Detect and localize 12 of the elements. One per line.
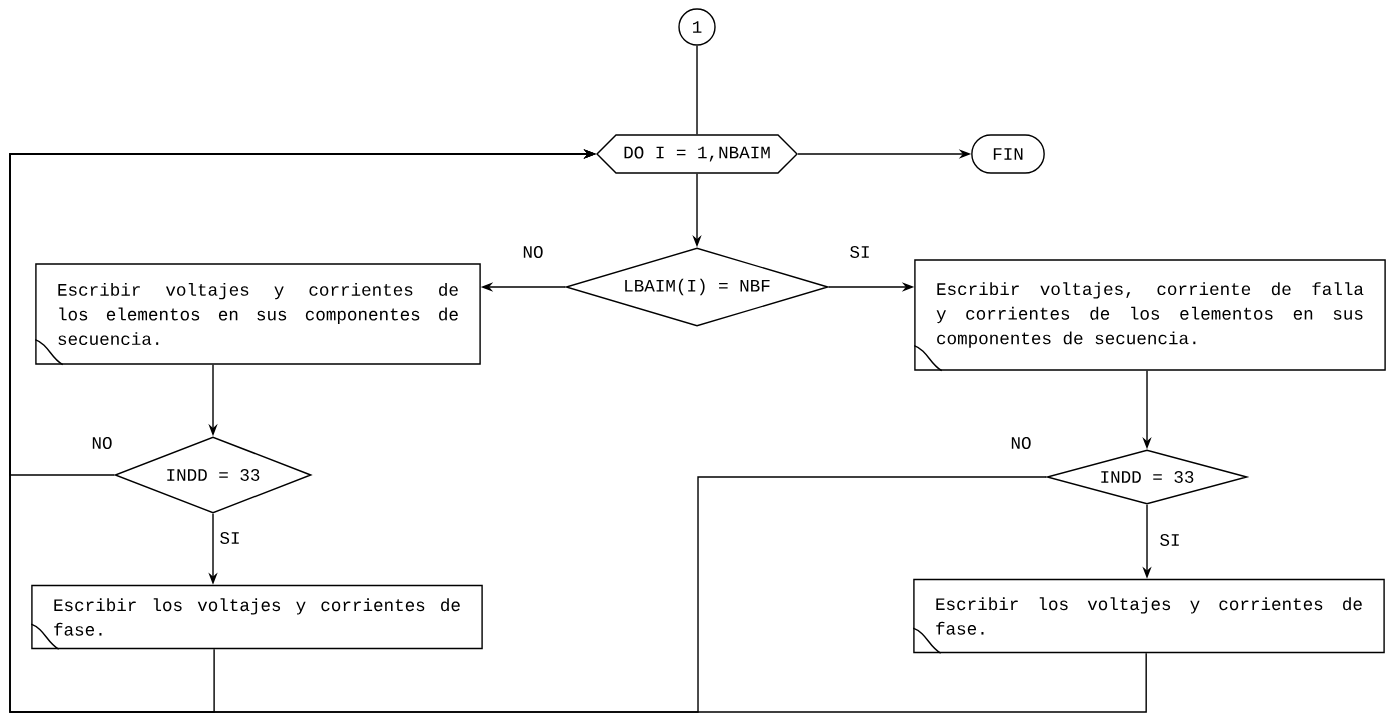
- edge-label: NO: [89, 435, 115, 451]
- process-box: Escribir los voltajes y corrientes de fase.: [912, 578, 1385, 654]
- process-box: Escribir los voltajes y corrientes de fase.: [30, 584, 483, 650]
- process-box: Escribir voltajes y corrientes de los elementos en sus componentes de secuencia.: [34, 263, 481, 366]
- edge-label: NO: [1008, 435, 1034, 451]
- edge-label: SI: [1157, 532, 1183, 548]
- process-box: Escribir voltajes, corriente de falla y corrientes de los elementos en sus componentes de secuencia.: [913, 259, 1386, 372]
- edge-label: SI: [217, 530, 243, 546]
- terminal-box: FIN: [971, 134, 1045, 174]
- edge-label: SI: [847, 244, 873, 260]
- edge-label: NO: [520, 244, 546, 260]
- loop-hexagon: DO I = 1,NBAIM: [596, 134, 798, 174]
